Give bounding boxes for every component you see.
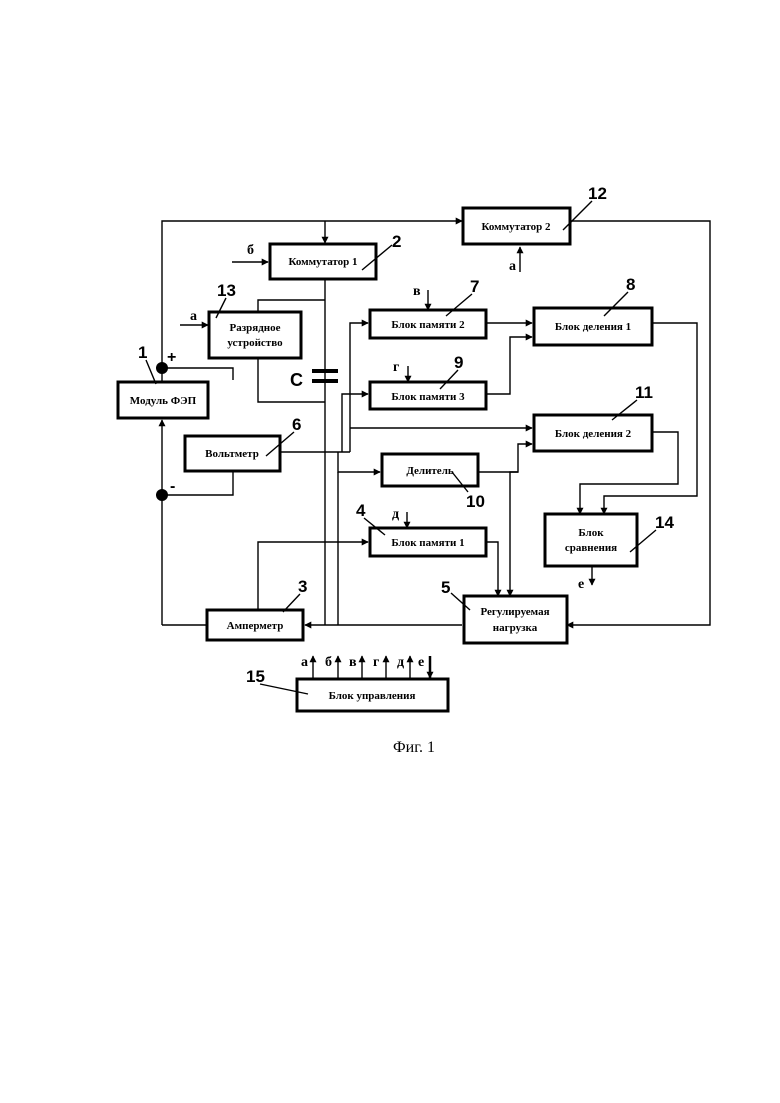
ref-num-2: 2 bbox=[392, 232, 401, 251]
block-kommutator-1: Коммутатор 1 bbox=[270, 244, 376, 279]
block-divider: Делитель bbox=[382, 454, 478, 486]
block-adjustable-load-label1: Регулируемая bbox=[480, 606, 549, 618]
wire-divider-to-load bbox=[510, 472, 518, 596]
block-memory-1: Блок памяти 1 bbox=[370, 528, 486, 556]
block-kommutator-2: Коммутатор 2 bbox=[463, 208, 570, 244]
block-memory-2-label: Блок памяти 2 bbox=[391, 319, 465, 331]
signal-a-kommutator2: а bbox=[509, 259, 516, 274]
block-comparison-label2: сравнения bbox=[565, 542, 617, 554]
block-discharge-device-label1: Разрядное bbox=[230, 322, 281, 334]
ctrl-label-b: б bbox=[325, 655, 332, 670]
capacitor-label: С bbox=[290, 370, 303, 390]
ctrl-label-g: г bbox=[373, 655, 379, 670]
block-memory-2: Блок памяти 2 bbox=[370, 310, 486, 338]
wire-divider-to-div2 bbox=[478, 444, 532, 472]
signal-a-discharge: а bbox=[190, 309, 197, 324]
block-adjustable-load-label2: нагрузка bbox=[493, 622, 538, 634]
ref-num-14: 14 bbox=[655, 513, 674, 532]
ctrl-label-e: е bbox=[418, 655, 424, 670]
ctrl-label-v: в bbox=[349, 655, 357, 670]
wire-mem1-to-load bbox=[486, 542, 498, 596]
block-division-2-label: Блок деления 2 bbox=[555, 428, 632, 440]
block-ammeter: Амперметр bbox=[207, 610, 303, 640]
wire-mem3-to-div1 bbox=[486, 337, 532, 394]
block-division-2: Блок деления 2 bbox=[534, 415, 652, 451]
wire-ammeter-to-mem1 bbox=[258, 542, 368, 610]
ref-num-10: 10 bbox=[466, 492, 485, 511]
ref-num-11: 11 bbox=[635, 383, 653, 402]
figure-caption: Фиг. 1 bbox=[393, 739, 435, 756]
block-discharge-device-label2: устройство bbox=[227, 337, 283, 349]
block-voltmeter-label: Вольтметр bbox=[205, 448, 259, 460]
ctrl-label-d: д bbox=[397, 655, 404, 670]
plus-sign: + bbox=[167, 349, 176, 366]
block-control-unit: Блок управления bbox=[297, 679, 448, 711]
block-adjustable-load: Регулируемая нагрузка bbox=[464, 596, 567, 643]
minus-node bbox=[156, 489, 168, 501]
ref-num-12: 12 bbox=[588, 184, 607, 203]
ctrl-label-a: а bbox=[301, 655, 308, 670]
leader-1 bbox=[146, 360, 156, 384]
wire-voltmeter-to-divider bbox=[338, 452, 380, 472]
block-memory-3-label: Блок памяти 3 bbox=[391, 391, 465, 403]
block-divider-label: Делитель bbox=[406, 465, 454, 477]
block-discharge-device: Разрядное устройство bbox=[209, 312, 301, 358]
signal-e-compare: е bbox=[578, 577, 584, 592]
ref-num-7: 7 bbox=[470, 277, 479, 296]
block-memory-1-label: Блок памяти 1 bbox=[391, 537, 464, 549]
wire-discharge-top bbox=[258, 300, 325, 312]
block-control-unit-label: Блок управления bbox=[329, 690, 416, 702]
block-memory-3: Блок памяти 3 bbox=[370, 382, 486, 409]
ref-num-4: 4 bbox=[356, 501, 366, 520]
signal-b-kommutator1: б bbox=[247, 243, 254, 258]
wire-plus-node bbox=[162, 368, 233, 380]
ref-num-8: 8 bbox=[626, 275, 635, 294]
block-division-1: Блок деления 1 bbox=[534, 308, 652, 345]
block-kommutator-2-label: Коммутатор 2 bbox=[481, 221, 551, 233]
ref-num-5: 5 bbox=[441, 578, 450, 597]
signal-d-mem1: д bbox=[392, 507, 399, 522]
block-module-fep: Модуль ФЭП bbox=[118, 382, 208, 418]
signal-v-mem2: в bbox=[413, 284, 421, 299]
block-voltmeter: Вольтметр bbox=[185, 436, 280, 471]
block-module-fep-label: Модуль ФЭП bbox=[130, 395, 197, 407]
minus-sign: - bbox=[170, 478, 175, 495]
wire-voltmeter-to-mem2 bbox=[350, 323, 368, 452]
wire-voltmeter-to-mem3 bbox=[342, 394, 368, 452]
ref-num-15: 15 bbox=[246, 667, 265, 686]
signal-g-mem3: г bbox=[393, 360, 399, 375]
ref-num-3: 3 bbox=[298, 577, 307, 596]
block-ammeter-label: Амперметр bbox=[227, 620, 284, 632]
ref-num-9: 9 bbox=[454, 353, 463, 372]
block-kommutator-1-label: Коммутатор 1 bbox=[288, 256, 357, 268]
ref-num-1: 1 bbox=[138, 343, 147, 362]
block-division-1-label: Блок деления 1 bbox=[555, 321, 631, 333]
block-comparison-label1: Блок bbox=[578, 527, 604, 539]
ref-num-6: 6 bbox=[292, 415, 301, 434]
ref-num-13: 13 bbox=[217, 281, 236, 300]
block-comparison: Блок сравнения bbox=[545, 514, 637, 566]
